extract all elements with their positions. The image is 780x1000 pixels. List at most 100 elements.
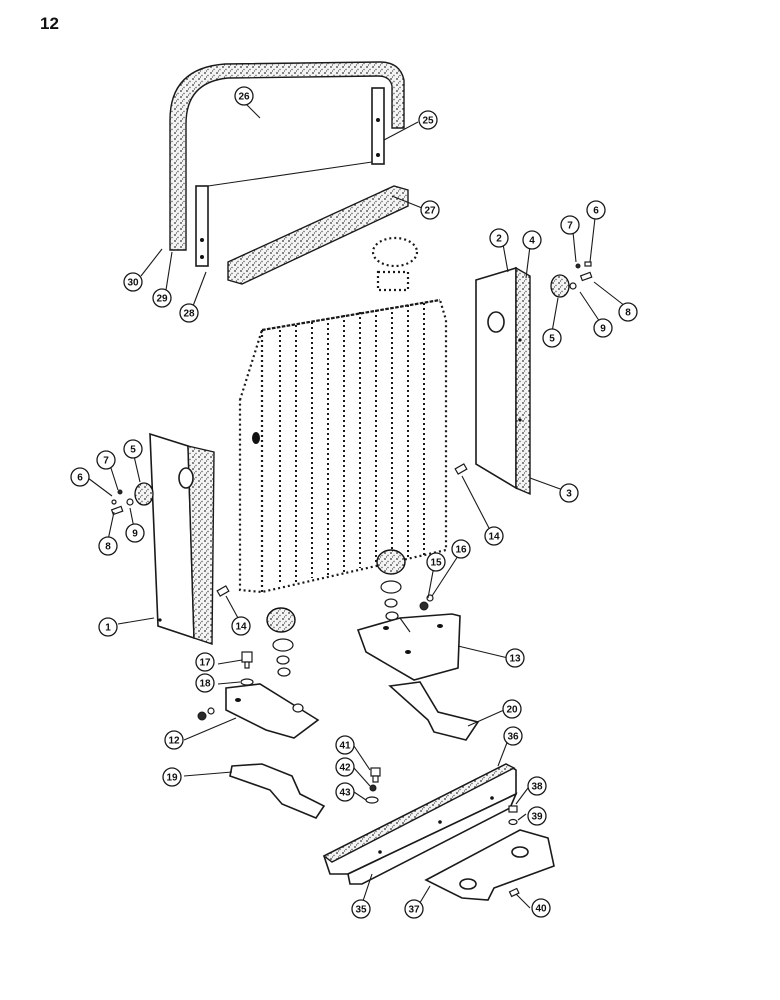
left-bracket-nuts [197,707,215,721]
callout-39: 39 [527,806,547,826]
callout-14-right: 14 [484,526,504,546]
right-mount-bracket [356,613,461,681]
svg-text:42: 42 [339,763,351,774]
svg-text:19: 19 [166,773,178,784]
left-shim [229,763,326,819]
top-seal-arch [169,61,405,251]
callout-37: 37 [404,899,424,919]
svg-text:17: 17 [199,658,211,669]
svg-text:8: 8 [105,542,111,553]
leader-lines [87,103,626,909]
svg-text:36: 36 [507,732,519,743]
callout-43: 43 [335,782,355,802]
svg-text:39: 39 [531,812,543,823]
radiator-outlet [252,432,260,444]
callout-13: 13 [505,648,525,668]
svg-text:8: 8 [625,308,631,319]
guard-plate [424,829,555,901]
callout-1: 1 [98,617,118,637]
svg-text:9: 9 [600,324,606,335]
callout-7-right: 7 [560,215,580,235]
svg-text:20: 20 [506,705,518,716]
right-panel-bolt [454,463,468,475]
callout-2: 2 [489,228,509,248]
svg-text:30: 30 [127,278,139,289]
callout-42: 42 [335,757,355,777]
callout-40: 40 [531,898,551,918]
front-cross-member [322,763,518,885]
svg-text:6: 6 [77,473,83,484]
callout-26: 26 [234,86,254,106]
svg-text:27: 27 [424,206,436,217]
callout-38: 38 [527,776,547,796]
svg-text:13: 13 [509,654,521,665]
callout-12: 12 [164,730,184,750]
right-bracket-nuts [419,594,434,611]
svg-text:6: 6 [593,206,599,217]
page-number: 12 [40,14,59,33]
svg-text:7: 7 [103,456,109,467]
svg-text:14: 14 [235,622,247,633]
callout-15: 15 [426,552,446,572]
callout-25: 25 [418,110,438,130]
seal-strap-left [195,185,209,267]
callout-4: 4 [522,230,542,250]
svg-text:15: 15 [430,558,442,569]
radiator [238,236,448,594]
svg-text:7: 7 [567,221,573,232]
callout-6-left: 6 [70,467,90,487]
strap-connector-line [207,161,373,187]
callout-8-left: 8 [98,536,118,556]
left-side-panel [149,432,215,645]
svg-text:38: 38 [531,782,543,793]
svg-text:12: 12 [168,736,180,747]
svg-text:1: 1 [105,623,111,634]
svg-text:5: 5 [130,445,136,456]
callout-41: 41 [335,735,355,755]
right-side-panel [475,266,531,496]
callout-28: 28 [179,303,199,323]
svg-text:41: 41 [339,741,351,752]
callout-9-left: 9 [125,523,145,543]
svg-text:18: 18 [199,679,211,690]
callout-19: 19 [162,767,182,787]
svg-text:2: 2 [496,234,502,245]
svg-text:35: 35 [355,905,367,916]
svg-text:3: 3 [566,489,572,500]
callout-5-left: 5 [123,439,143,459]
callout-5-right: 5 [542,328,562,348]
bolt-and-washer-17-18 [240,651,254,686]
callout-16: 16 [451,539,471,559]
right-grommet [550,261,593,298]
callout-3: 3 [559,483,579,503]
svg-text:25: 25 [422,116,434,127]
svg-text:4: 4 [529,236,535,247]
callout-9-right: 9 [593,318,613,338]
callout-6-right: 6 [586,200,606,220]
callout-8-right: 8 [618,302,638,322]
seal-strap-right [371,87,385,165]
svg-text:37: 37 [408,905,420,916]
svg-text:9: 9 [132,529,138,540]
callouts: 26 25 27 30 29 28 2 4 7 6 5 9 8 3 14 6 7… [70,86,638,919]
svg-text:16: 16 [455,545,467,556]
left-mount-bracket [225,683,320,739]
svg-text:29: 29 [156,294,168,305]
svg-text:26: 26 [238,92,250,103]
hardware-38-40 [508,805,520,898]
left-panel-bolt [216,585,230,597]
svg-text:14: 14 [488,532,500,543]
callout-30: 30 [123,272,143,292]
right-shim [388,681,480,741]
svg-text:43: 43 [339,788,351,799]
callout-20: 20 [502,699,522,719]
callout-29: 29 [152,288,172,308]
svg-text:5: 5 [549,334,555,345]
hardware-41-43 [365,767,381,804]
right-mount-rubber [376,549,406,621]
svg-text:28: 28 [183,309,195,320]
callout-14-left: 14 [231,616,251,636]
callout-35: 35 [351,899,371,919]
callout-17: 17 [195,652,215,672]
